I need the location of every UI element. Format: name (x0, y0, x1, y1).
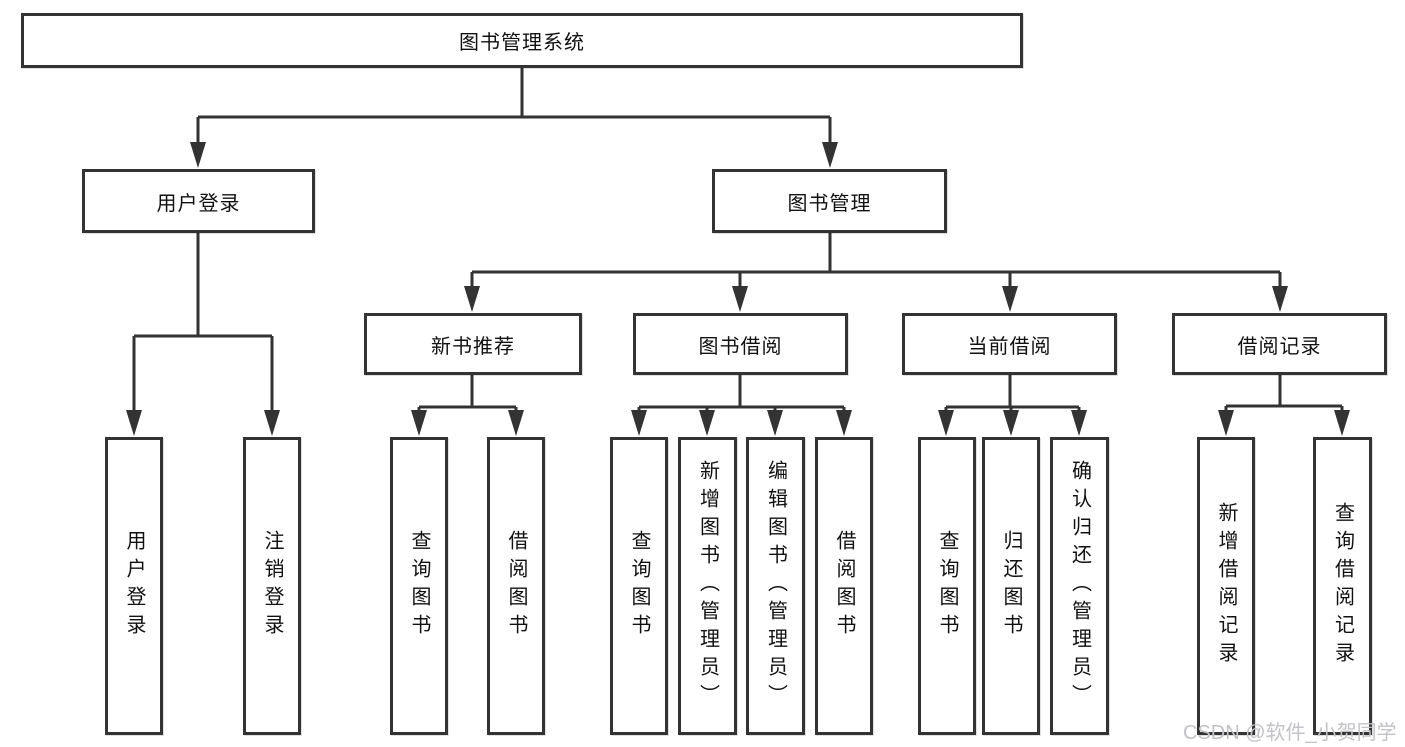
node-new-book-recommend: 新书推荐 (364, 313, 582, 375)
leaf-recommend-query-book: 查询图书 (390, 437, 448, 735)
node-root-system: 图书管理系统 (21, 13, 1023, 68)
node-borrow-records: 借阅记录 (1172, 313, 1387, 375)
leaf-logout: 注销登录 (243, 437, 301, 735)
leaf-add-borrow-record: 新增借阅记录 (1197, 437, 1255, 735)
leaf-borrow-book: 借阅图书 (815, 437, 873, 735)
node-book-management-branch: 图书管理 (712, 169, 947, 233)
node-user-login-branch: 用户登录 (82, 169, 315, 233)
leaf-confirm-return-admin: 确认归还（管理员） (1050, 437, 1109, 735)
leaf-edit-book-admin: 编辑图书（管理员） (746, 437, 805, 735)
node-current-borrow: 当前借阅 (902, 313, 1117, 375)
leaf-current-query-book: 查询图书 (918, 437, 976, 735)
node-book-borrow: 图书借阅 (633, 313, 848, 375)
leaf-return-book: 归还图书 (982, 437, 1040, 735)
leaf-query-borrow-record: 查询借阅记录 (1313, 437, 1372, 735)
leaf-user-login: 用户登录 (105, 437, 163, 735)
leaf-borrow-query-book: 查询图书 (610, 437, 668, 735)
leaf-add-book-admin: 新增图书（管理员） (678, 437, 737, 735)
leaf-recommend-borrow-book: 借阅图书 (487, 437, 545, 735)
csdn-watermark: CSDN @软件_小贺同学 (1183, 722, 1397, 744)
